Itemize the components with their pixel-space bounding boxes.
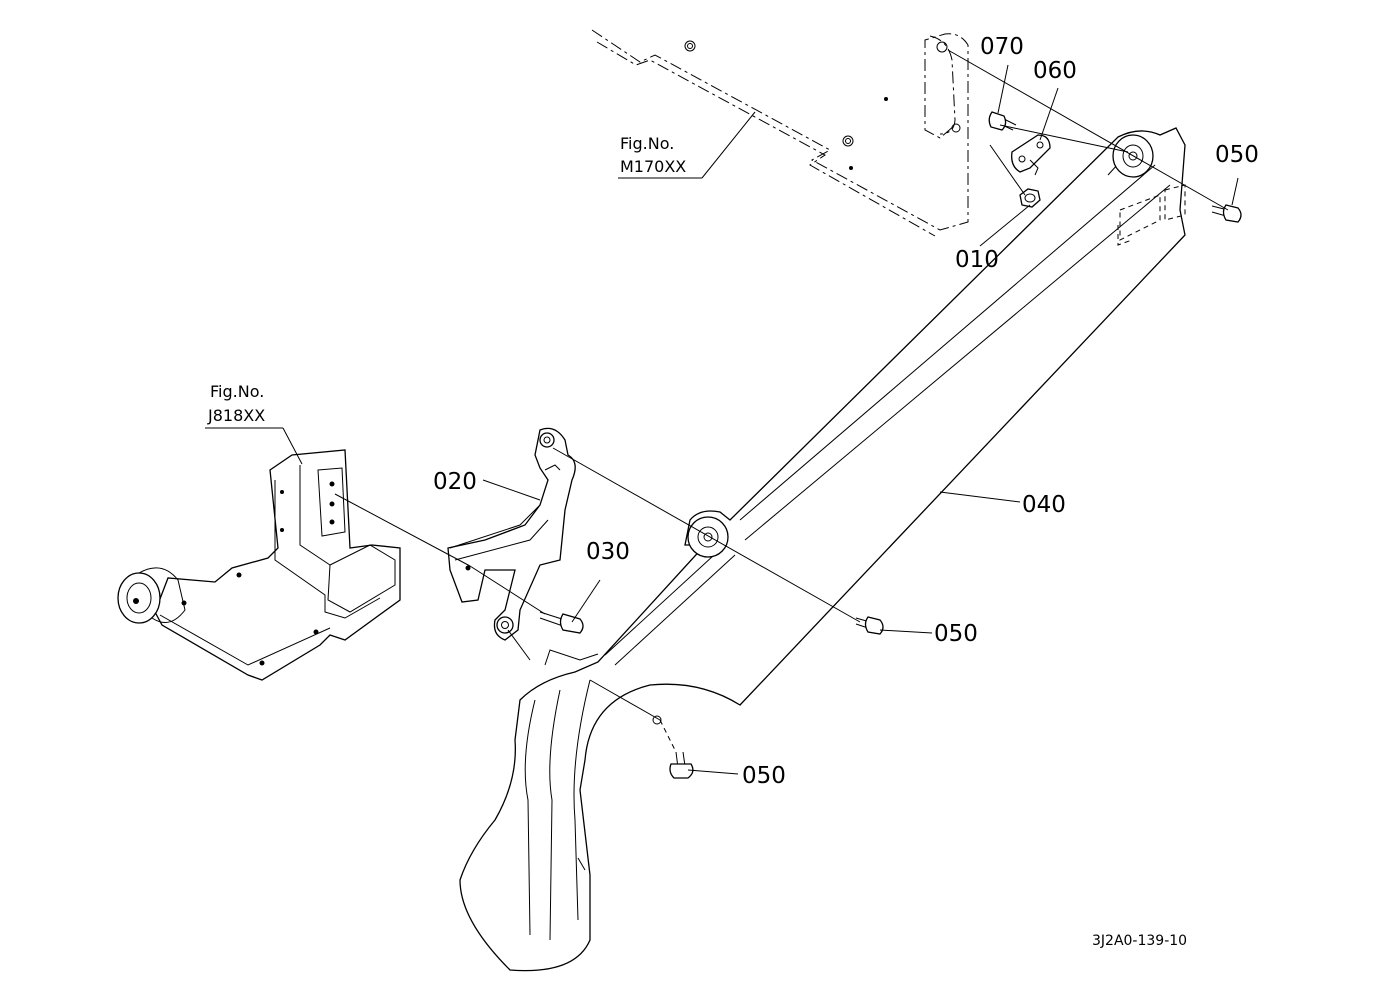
leader-part-060 [1039, 87, 1059, 141]
leader-part-050-top-right [1231, 177, 1239, 206]
part-050-bolt-top-right [1211, 204, 1242, 223]
part-060-plate [1011, 134, 1051, 176]
leader-part-050-middle [879, 629, 933, 634]
part-label-050-bottom: 050 [742, 763, 786, 789]
part-020-bracket [447, 427, 576, 641]
part-label-010: 010 [955, 247, 999, 273]
leader-part-030 [571, 579, 601, 623]
drawing-code: 3J2A0-139-10 [1092, 933, 1187, 949]
fig-ref-m170xx-number: M170XX [620, 157, 686, 176]
leader-j818xx [282, 427, 303, 465]
leader-part-040 [939, 491, 1021, 503]
leader-part-020 [482, 479, 541, 501]
part-label-040: 040 [1022, 492, 1066, 518]
part-label-060: 060 [1033, 58, 1077, 84]
part-label-050-top-right: 050 [1215, 142, 1259, 168]
part-040-cover [459, 127, 1186, 972]
part-010-nut [1019, 188, 1041, 208]
fig-ref-j818xx-number: J818XX [207, 406, 265, 425]
leader-part-070 [997, 64, 1009, 114]
fig-ref-m170xx-label: Fig.No. [620, 134, 674, 153]
fig-ref-j818xx-label: Fig.No. [210, 382, 264, 401]
frame-j818xx-bracket [117, 449, 401, 681]
part-050-bolt-bottom [669, 751, 694, 779]
part-label-030: 030 [586, 539, 630, 565]
assembly-lines [334, 49, 1229, 753]
part-label-070: 070 [980, 34, 1024, 60]
leader-m170xx [701, 111, 756, 179]
part-label-020: 020 [433, 469, 477, 495]
part-label-050-middle: 050 [934, 621, 978, 647]
frame-m170xx-outline [591, 29, 969, 237]
leader-part-050-bottom [687, 769, 739, 775]
part-050-bolt-middle [855, 616, 884, 635]
leader-part-010 [979, 204, 1031, 247]
